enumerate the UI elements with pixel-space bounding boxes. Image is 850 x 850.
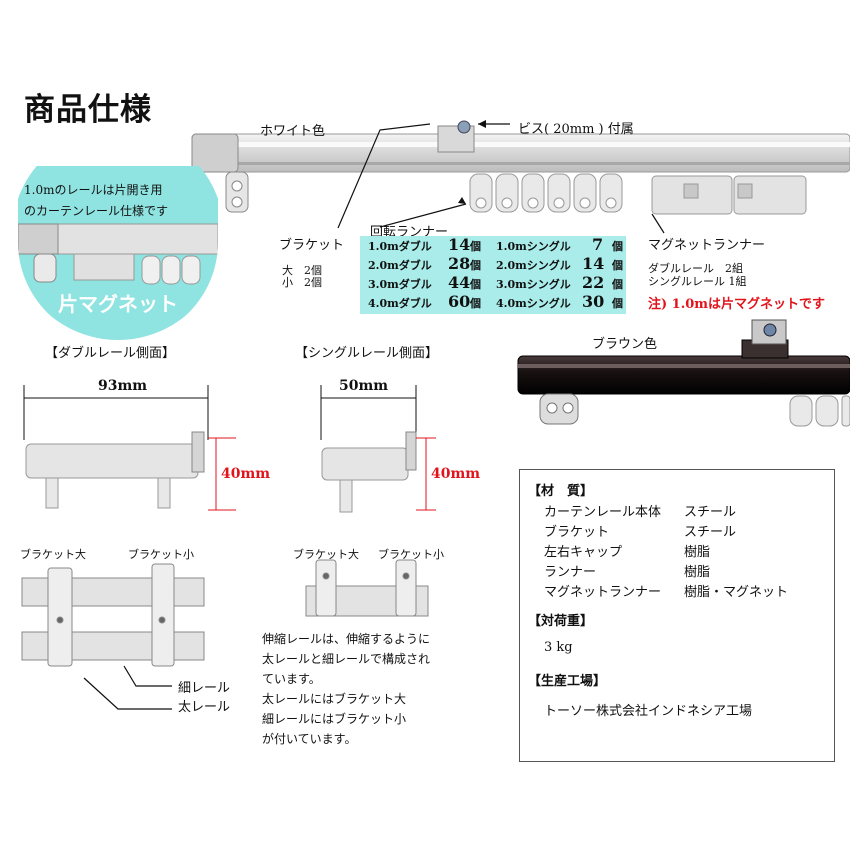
runner-double-length: 4.0mダブル bbox=[368, 297, 432, 310]
runner-single-qty: 7 bbox=[592, 235, 604, 254]
material-value: 樹脂・マグネット bbox=[684, 585, 789, 600]
single-width-dimension: 50mm bbox=[339, 378, 389, 394]
load-header: 【対荷重】 bbox=[528, 614, 594, 629]
runner-double-unit: 個 bbox=[470, 297, 481, 310]
white-color-label: ホワイト色 bbox=[260, 124, 326, 139]
runner-single-unit: 個 bbox=[612, 259, 623, 272]
double-width-dimension: 93mm bbox=[98, 378, 148, 394]
note-line: 伸縮レールは、伸縮するように bbox=[262, 632, 431, 646]
page-title: 商品仕様 bbox=[24, 92, 152, 128]
single-bracket-small-label: ブラケット小 bbox=[378, 548, 444, 561]
runner-double-length: 2.0mダブル bbox=[368, 259, 432, 272]
runner-double-qty: 28 bbox=[448, 254, 471, 273]
double-bracket-big-label: ブラケット大 bbox=[20, 548, 86, 561]
note-line: 太レールにはブラケット大 bbox=[262, 692, 407, 706]
runner-double-length: 3.0mダブル bbox=[368, 278, 432, 291]
inset-caption-line-1: 1.0mのレールは片開き用 bbox=[24, 183, 163, 197]
inset-caption-line-2: のカーテンレール仕様です bbox=[24, 204, 169, 218]
runner-single-unit: 個 bbox=[612, 240, 623, 253]
magnet-runner-double: ダブルレール 2組 bbox=[648, 262, 743, 275]
white-rail bbox=[191, 120, 850, 213]
runner-single-qty: 22 bbox=[582, 273, 605, 292]
load-value: 3 kg bbox=[544, 640, 573, 655]
note-line: 細レールにはブラケット小 bbox=[262, 712, 407, 726]
material-header: 【材 質】 bbox=[528, 484, 594, 499]
rotating-runners bbox=[469, 173, 623, 213]
double-bracket-small-label: ブラケット小 bbox=[128, 548, 194, 561]
screw-label: ビス( 20mm ) 付属 bbox=[518, 122, 634, 137]
magnet-runner-note: 注) 1.0mは片マグネットです bbox=[648, 297, 826, 312]
runner-single-qty: 14 bbox=[582, 254, 605, 273]
thick-rail-label: 太レール bbox=[178, 700, 231, 715]
double-height-dimension: 40mm bbox=[221, 466, 271, 482]
material-value: スチール bbox=[684, 505, 737, 520]
material-item: カーテンレール本体 bbox=[544, 505, 662, 520]
material-value: スチール bbox=[684, 525, 737, 540]
runner-single-qty: 30 bbox=[582, 292, 605, 311]
factory-header: 【生産工場】 bbox=[528, 674, 607, 689]
runner-double-unit: 個 bbox=[470, 259, 481, 272]
single-bracket-big-label: ブラケット大 bbox=[293, 548, 359, 561]
note-line: 太レールと細レールで構成され bbox=[262, 652, 431, 666]
magnet-runner bbox=[651, 175, 807, 215]
runner-single-unit: 個 bbox=[612, 278, 623, 291]
runner-double-qty: 14 bbox=[448, 235, 471, 254]
runner-double-unit: 個 bbox=[470, 240, 481, 253]
single-height-dimension: 40mm bbox=[431, 466, 481, 482]
material-item: ブラケット bbox=[544, 525, 610, 540]
runner-double-qty: 60 bbox=[448, 292, 471, 311]
runner-single-length: 2.0mシングル bbox=[496, 259, 571, 272]
brown-color-label: ブラウン色 bbox=[592, 337, 658, 352]
double-rail-side-view bbox=[23, 385, 236, 511]
magnet-runner-single: シングルレール 1組 bbox=[648, 275, 747, 288]
runner-double-qty: 44 bbox=[448, 273, 471, 292]
brown-rail bbox=[517, 319, 850, 427]
single-side-title: 【シングルレール側面】 bbox=[295, 346, 439, 361]
runner-double-length: 1.0mダブル bbox=[368, 240, 432, 253]
bracket-label: ブラケット bbox=[279, 238, 345, 253]
double-side-title: 【ダブルレール側面】 bbox=[45, 346, 176, 361]
material-value: 樹脂 bbox=[684, 545, 711, 560]
material-value: 樹脂 bbox=[684, 565, 711, 580]
runner-single-unit: 個 bbox=[612, 297, 623, 310]
runner-single-length: 4.0mシングル bbox=[496, 297, 571, 310]
bracket-small-count: 小 2個 bbox=[282, 276, 322, 289]
material-item: ランナー bbox=[544, 565, 597, 580]
note-line: ています。 bbox=[262, 672, 321, 686]
bracket-large-count: 大 2個 bbox=[282, 264, 322, 277]
single-rail-side-view bbox=[320, 385, 436, 513]
thin-rail-label: 細レール bbox=[178, 681, 231, 696]
inset-one-meter-rail bbox=[18, 166, 218, 342]
material-item: マグネットランナー bbox=[544, 585, 662, 600]
telescoping-rail-double bbox=[21, 563, 205, 667]
material-item: 左右キャップ bbox=[544, 545, 623, 560]
inset-magnet-label: 片マグネット bbox=[58, 292, 178, 316]
runner-single-length: 3.0mシングル bbox=[496, 278, 571, 291]
runner-quantity-table: 1.0mダブル 14 個 1.0mシングル 7 個 2.0mダブル 28 個 2… bbox=[360, 235, 626, 314]
inset-caption: 1.0mのレールは片開き用 のカーテンレール仕様です bbox=[24, 180, 168, 222]
runner-double-unit: 個 bbox=[470, 278, 481, 291]
factory-value: トーソー株式会社インドネシア工場 bbox=[544, 704, 753, 719]
magnet-runner-title: マグネットランナー bbox=[648, 238, 766, 253]
telescoping-rail-single bbox=[305, 559, 429, 617]
note-line: が付いています。 bbox=[262, 732, 357, 746]
runner-single-length: 1.0mシングル bbox=[496, 240, 571, 253]
spec-box: 【材 質】 カーテンレール本体 スチール ブラケット スチール 左右キャップ 樹… bbox=[519, 469, 835, 762]
